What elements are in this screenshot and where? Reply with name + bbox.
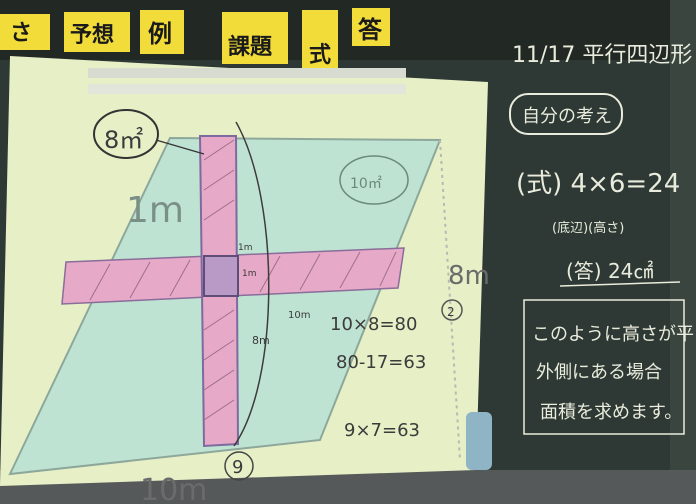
card-rei xyxy=(140,10,184,54)
label-9: 9 xyxy=(232,457,243,478)
card-yosou-text: 予想 xyxy=(70,23,114,48)
small-1m-a: 1m xyxy=(238,243,253,253)
circle-8m2 xyxy=(93,109,159,159)
overlap-square xyxy=(203,255,239,297)
card-rei-text: 例 xyxy=(148,20,172,48)
calc-line-2: 80-17=63 xyxy=(336,352,426,373)
projection-screen: 8㎡ 1m 10㎡ 8m 2 10m 9 8m 10m 1m 1m 10×8=8… xyxy=(0,56,492,504)
label-10m-bottom: 10m xyxy=(140,473,207,504)
small-8m: 8m xyxy=(252,334,270,347)
pointer-line xyxy=(155,139,205,155)
card-kotae xyxy=(352,8,390,46)
chalk-date-title: 11/17 平行四辺形 xyxy=(512,43,692,68)
card-shiki xyxy=(302,10,338,72)
chalk-note-2: 外側にある場合 xyxy=(536,362,662,383)
small-10m: 10m xyxy=(288,310,310,321)
chalk-note-box xyxy=(523,299,685,435)
card-shiki-text: 式 xyxy=(309,43,331,68)
card-kadai xyxy=(222,12,288,64)
card-yosou xyxy=(64,12,130,52)
room-edge xyxy=(670,0,696,504)
small-1m-b: 1m xyxy=(242,269,257,279)
label-10m2: 10㎡ xyxy=(350,176,382,192)
label-1m: 1m xyxy=(126,190,184,231)
label-area-8: 8㎡ xyxy=(104,126,143,154)
circle-9 xyxy=(224,451,254,481)
screen-toolbar xyxy=(88,68,406,78)
calc-line-1: 10×8=80 xyxy=(330,314,417,335)
card-sa-text: さ xyxy=(10,21,32,46)
eraser xyxy=(466,412,492,470)
chalk-note-3: 面積を求めます。 xyxy=(540,402,682,423)
chalk-formula-labels: (底辺)(高さ) xyxy=(552,220,624,236)
card-kotae-text: 答 xyxy=(358,16,383,44)
chalk-answer: (答) 24㎠ xyxy=(566,259,653,283)
title-cards: さ 予想 例 課題 式 答 xyxy=(0,8,390,72)
chalk-bubble-outline xyxy=(509,93,623,135)
chalkboard-writing: 11/17 平行四辺形 自分の考え (式) 4×6=24 (底辺)(高さ) (答… xyxy=(509,43,694,435)
arc-8m xyxy=(233,121,270,447)
label-8m: 8m xyxy=(448,261,490,291)
chalk-note-1: このように高さが平 xyxy=(532,324,694,345)
card-kadai-text: 課題 xyxy=(228,34,273,60)
hatching xyxy=(89,139,397,421)
card-sa xyxy=(0,14,50,50)
calc-line-3: 9×7=63 xyxy=(344,420,420,441)
screen-toolbar-2 xyxy=(88,84,406,94)
height-guide xyxy=(439,139,461,461)
circle-2 xyxy=(441,299,463,321)
chalk-bubble: 自分の考え xyxy=(522,106,612,127)
chalk-underline xyxy=(559,281,681,287)
chalk-formula: (式) 4×6=24 xyxy=(516,169,680,199)
label-2: 2 xyxy=(447,305,455,319)
circle-10m2 xyxy=(339,155,409,205)
